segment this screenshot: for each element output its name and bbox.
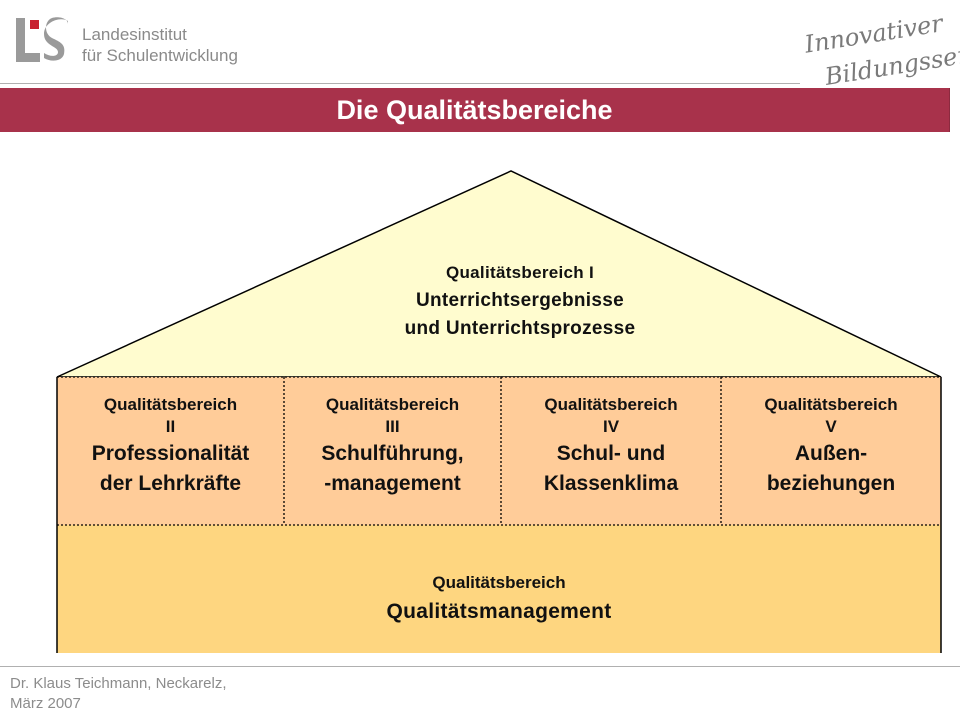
pillar-title: Qualitätsbereich	[544, 395, 678, 414]
logo-text: Landesinstitut für Schulentwicklung	[82, 24, 238, 66]
base-title: Qualitätsbereich	[432, 573, 566, 592]
roof-title: Qualitätsbereich I	[445, 263, 595, 282]
pillar-quality-area-5: Qualitätsbereich V Außen- beziehungen	[721, 377, 941, 525]
pillar-roman: III	[385, 417, 400, 436]
lis-logo-mark	[16, 17, 68, 62]
pillar-name-line1: Professionalität	[91, 442, 250, 465]
footer-divider	[0, 666, 960, 667]
logo-line1: Landesinstitut	[82, 25, 187, 44]
base-shape	[57, 525, 941, 653]
logo-line2: für Schulentwicklung	[82, 46, 238, 65]
pillar-shape-2	[284, 377, 501, 525]
pillar-name-line2: der Lehrkräfte	[99, 472, 242, 495]
pillar-quality-area-3: Qualitätsbereich III Schulführung, -mana…	[284, 377, 501, 525]
header-divider	[0, 83, 800, 84]
pillar-roman: II	[165, 417, 176, 436]
pillar-name-line2: -management	[324, 472, 461, 495]
pillar-name-line2: beziehungen	[766, 472, 896, 495]
pillar-shape-1	[57, 377, 284, 525]
page-title: Die Qualitätsbereiche	[336, 95, 613, 125]
footer-author: Dr. Klaus Teichmann, Neckarelz,	[10, 675, 227, 692]
pillar-title: Qualitätsbereich	[764, 395, 898, 414]
pillar-name-line1: Außen-	[794, 442, 868, 465]
pillar-name-line1: Schul- und	[556, 442, 666, 465]
pillar-quality-area-4: Qualitätsbereich IV Schul- und Klassenkl…	[501, 377, 721, 525]
roof-line2: und Unterrichtsprozesse	[404, 318, 636, 339]
pillar-shape-3	[501, 377, 721, 525]
pillar-title: Qualitätsbereich	[103, 395, 238, 414]
pillar-name-line1: Schulführung,	[321, 442, 464, 465]
roof-line1: Unterrichtsergebnisse	[416, 290, 624, 311]
pillar-roman: IV	[602, 417, 620, 436]
footer: Dr. Klaus Teichmann, Neckarelz, März 200…	[10, 674, 226, 714]
pillar-title: Qualitätsbereich	[325, 395, 460, 414]
title-band: Die Qualitätsbereiche	[0, 88, 950, 132]
pillar-shape-4	[721, 377, 941, 525]
lis-logo: Landesinstitut für Schulentwicklung	[14, 12, 238, 72]
pillar-quality-area-2: Qualitätsbereich II Professionalität der…	[57, 377, 284, 525]
pillar-name-line2: Klassenklima	[543, 472, 679, 495]
footer-date: März 2007	[10, 695, 81, 712]
base-name: Qualitätsmanagement	[386, 600, 612, 623]
pillar-roman: V	[825, 417, 837, 436]
